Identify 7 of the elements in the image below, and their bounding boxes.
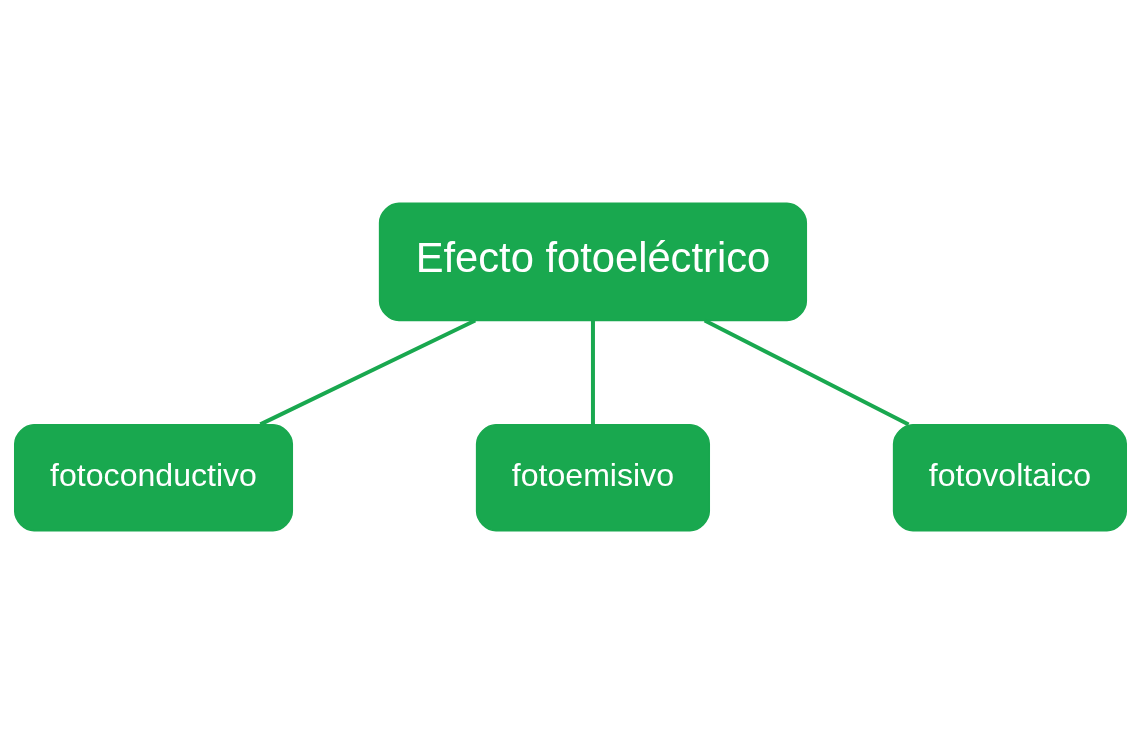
node-box: fotoconductivo bbox=[14, 423, 294, 532]
node-box: Efecto fotoeléctrico bbox=[378, 202, 808, 322]
node-box: fotoemisivo bbox=[475, 423, 711, 532]
node-box: fotovoltaico bbox=[892, 423, 1127, 532]
connector bbox=[259, 318, 477, 427]
connector bbox=[590, 320, 595, 425]
connector bbox=[703, 318, 910, 427]
